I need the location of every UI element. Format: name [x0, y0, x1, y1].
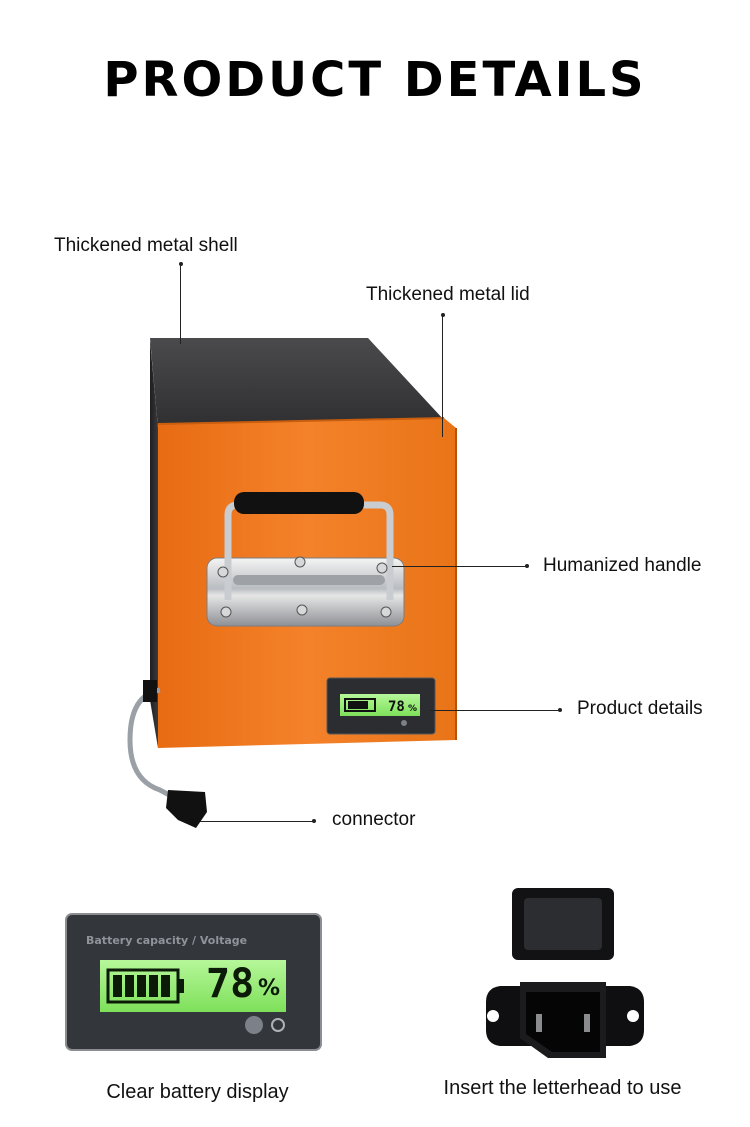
lcd-header-label: Battery capacity / Voltage [86, 934, 248, 947]
callout-shell-dot [179, 262, 183, 266]
callout-handle-line [392, 566, 527, 567]
callout-connector-dot [312, 819, 316, 823]
caption-battery-display: Clear battery display [106, 1081, 289, 1103]
connector-plug [166, 790, 207, 828]
svg-text:%: % [408, 704, 417, 714]
callout-connector-line [200, 821, 314, 822]
callout-connector-label: connector [332, 809, 416, 830]
callout-details-dot [558, 708, 562, 712]
callout-details-line [430, 710, 560, 711]
battery-side-panel [150, 340, 158, 748]
callout-handle-dot [525, 564, 529, 568]
handle-grip [234, 492, 364, 514]
lcd-button-icon [245, 1016, 263, 1034]
callout-details-label: Product details [577, 698, 703, 719]
callout-shell-line [180, 264, 181, 344]
callout-lid-label: Thickened metal lid [366, 284, 530, 305]
battery-lid [150, 338, 444, 428]
caption-plug: Insert the letterhead to use [443, 1077, 682, 1099]
page-title: PRODUCT DETAILS [103, 52, 647, 108]
svg-text:78: 78 [388, 699, 405, 715]
callout-handle-label: Humanized handle [543, 555, 702, 576]
callout-lid-line [442, 315, 443, 437]
lcd-percent-value: 78 [206, 961, 255, 1007]
callout-shell-label: Thickened metal shell [54, 235, 238, 256]
callout-lid-dot [441, 313, 445, 317]
handle-plate [206, 557, 405, 627]
cable-plug-top [143, 680, 157, 702]
power-socket-image [486, 888, 644, 1058]
lcd-percent-unit: % [258, 976, 281, 1001]
